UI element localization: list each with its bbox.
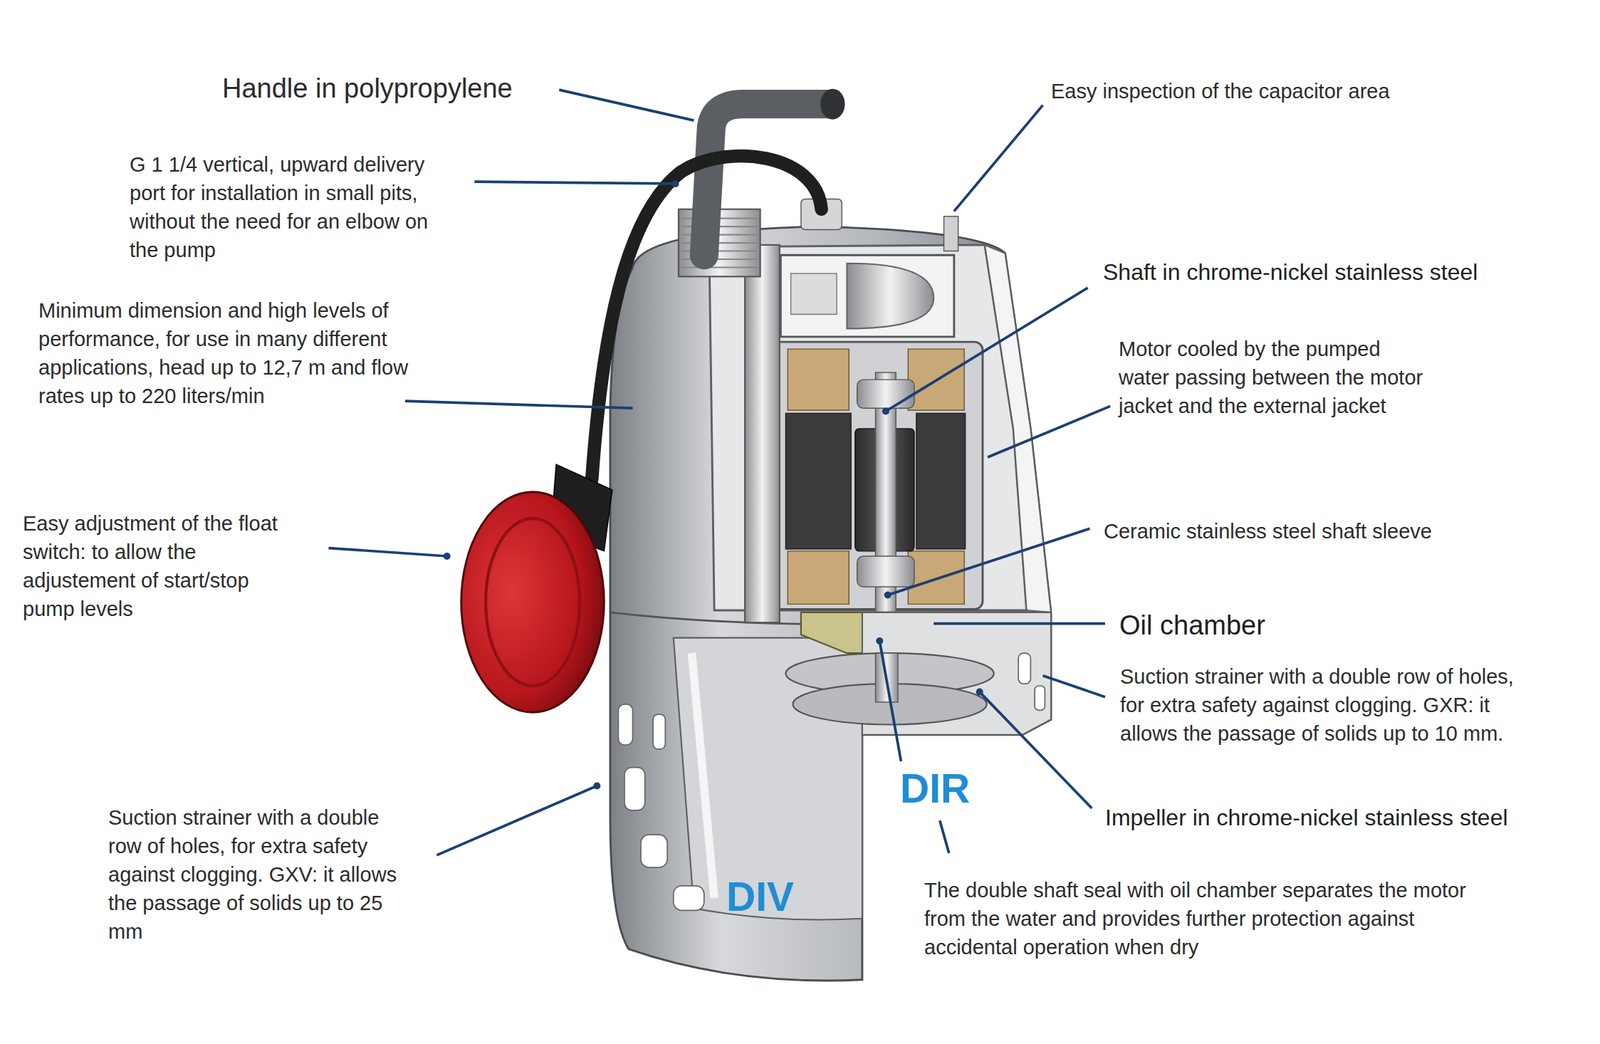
feature-note: The double shaft seal with oil chamber s… [924, 875, 1494, 962]
part-label: Easy inspection of the capacitor area [1051, 76, 1390, 106]
feature-note: Minimum dimension and high levels of per… [38, 296, 427, 411]
feature-note: Suction strainer with a double row of ho… [1120, 662, 1529, 748]
feature-note: G 1 1/4 vertical, upward delivery port f… [129, 150, 451, 265]
part-label: Shaft in chrome-nickel stainless steel [1102, 256, 1478, 288]
feature-note: Suction strainer with a double row of ho… [108, 803, 415, 946]
part-label: Handle in polypropylene [222, 69, 513, 107]
part-label: Ceramic stainless steel shaft sleeve [1103, 516, 1432, 546]
feature-note: Motor cooled by the pumped water passing… [1118, 334, 1425, 421]
feature-note: Easy adjustment of the float switch: to … [22, 509, 288, 624]
part-label: Oil chamber [1119, 606, 1266, 644]
part-label: Impeller in chrome-nickel stainless stee… [1105, 801, 1509, 834]
version-label: DIV [726, 874, 794, 920]
version-label: DIR [900, 766, 970, 812]
